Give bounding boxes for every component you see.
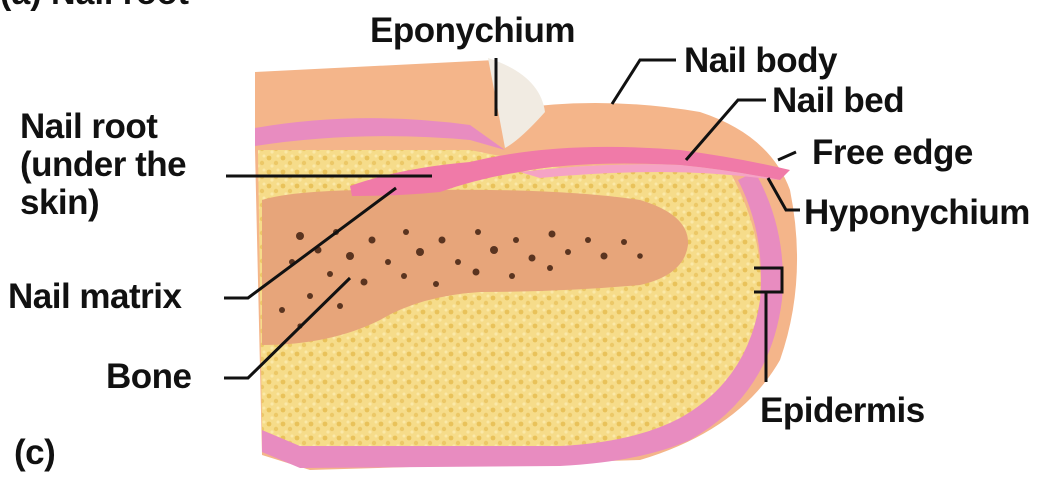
label-free-edge: Free edge <box>812 134 973 172</box>
label-epidermis: Epidermis <box>760 392 925 430</box>
label-nail-root: Nail root (under the skin) <box>20 108 186 222</box>
label-bone: Bone <box>106 358 192 396</box>
label-nail-body: Nail body <box>684 42 837 80</box>
label-nail-bed: Nail bed <box>772 82 904 120</box>
panel-label: (c) <box>14 434 55 472</box>
label-eponychium: Eponychium <box>370 12 575 50</box>
label-hyponychium: Hyponychium <box>804 194 1030 232</box>
top-caption-fragment: (a) Nail root <box>0 0 189 12</box>
label-nail-matrix: Nail matrix <box>8 278 181 316</box>
